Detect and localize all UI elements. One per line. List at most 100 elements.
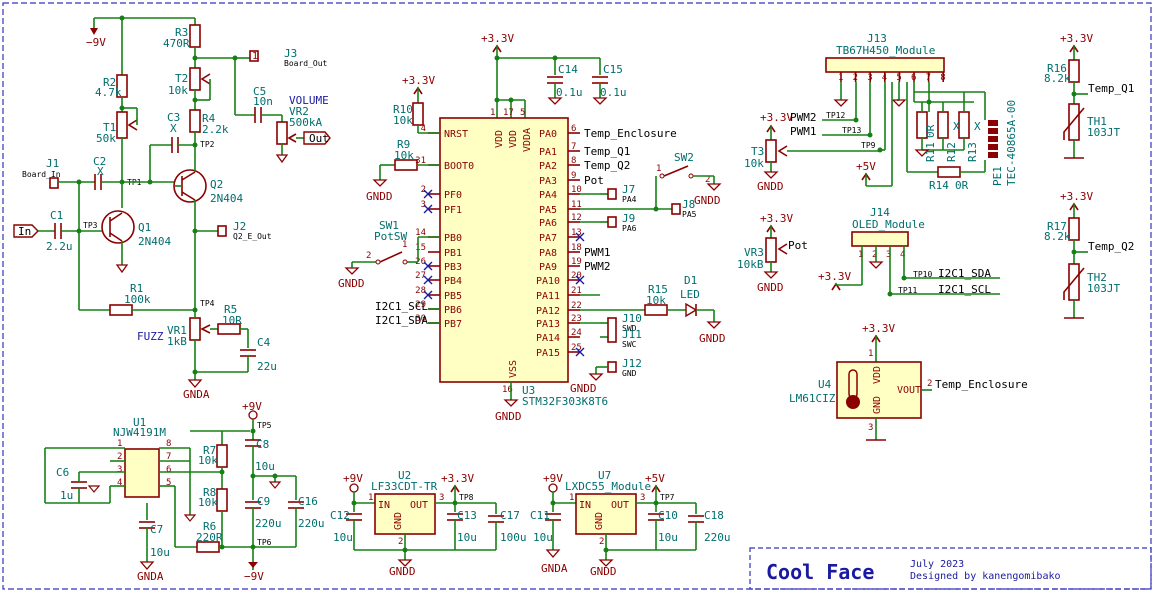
r4-ref: R4	[202, 112, 216, 125]
j13-body	[825, 57, 945, 73]
r7-body	[216, 444, 228, 468]
u3-right-pin-name: PA9	[539, 262, 557, 273]
svg-text:GND: GND	[594, 512, 605, 530]
vr1-body	[189, 317, 201, 341]
svg-text:3: 3	[439, 493, 444, 503]
svg-text:IN: IN	[378, 500, 390, 511]
fuzz-label: FUZZ	[137, 330, 164, 343]
svg-text:8: 8	[940, 73, 945, 83]
r12-val: X	[953, 120, 960, 133]
svg-text:5: 5	[520, 108, 525, 118]
p33-u4-label: +3.3V	[862, 322, 895, 335]
svg-text:2: 2	[872, 250, 877, 260]
gndd-u7-label: GNDD	[590, 565, 617, 578]
u3-right-pin-num: 24	[571, 328, 582, 338]
svg-text:1: 1	[252, 51, 258, 62]
u3-right-pin-num: 10	[571, 185, 582, 195]
u3-right-pin-name: PA11	[536, 291, 560, 302]
in-label: In	[18, 225, 31, 238]
svg-text:1: 1	[868, 349, 873, 359]
tp11-label: TP11	[898, 286, 917, 295]
svg-text:2: 2	[366, 251, 371, 261]
u3-left-pin-num: 3	[421, 200, 426, 210]
svg-text:8: 8	[166, 439, 171, 449]
tp13-label: TP13	[842, 126, 861, 135]
svg-text:3: 3	[640, 493, 645, 503]
vr1-ref: VR1	[167, 324, 187, 337]
r6-ref: R6	[203, 520, 216, 533]
tp7-label: TP7	[660, 493, 675, 502]
svg-text:2: 2	[705, 175, 710, 185]
u3-left-pin-num: 2	[421, 185, 426, 195]
u3-left-pin-name: PF1	[444, 205, 462, 216]
svg-text:1: 1	[838, 73, 843, 83]
u3-left-pin-name: PB5	[444, 291, 462, 302]
r9-val: 10k	[394, 149, 414, 162]
t1-body	[116, 111, 128, 139]
gndd-vr3-label: GNDD	[757, 281, 784, 294]
t3-ref: T3	[751, 145, 764, 158]
svg-text:7: 7	[926, 73, 931, 83]
j14-val: OLED_Module	[852, 218, 925, 231]
c11-val: 10u	[533, 531, 553, 544]
t2-body	[189, 67, 201, 91]
c5-ref: C5	[253, 85, 266, 98]
p33-r17-label: +3.3V	[1060, 190, 1093, 203]
vr3-ref: VR3	[744, 246, 764, 259]
j12-val: GND	[622, 369, 637, 378]
u2-body	[374, 493, 436, 535]
title-block: Cool Face July 2023 Designed by kanengom…	[749, 547, 1152, 590]
r9-ref: R9	[397, 138, 410, 151]
p33-u3-label: +3.3V	[481, 32, 514, 45]
svg-text:1: 1	[858, 250, 863, 260]
svg-text:IN: IN	[579, 500, 591, 511]
r8-ref: R8	[203, 486, 216, 499]
r8-body	[216, 488, 228, 512]
r13-ref: R13	[966, 142, 979, 162]
r2-ref: R2	[103, 76, 116, 89]
svg-text:VDDA: VDDA	[522, 128, 533, 152]
pot-vr3-label: Pot	[788, 239, 808, 252]
r1-ref: R1	[130, 282, 143, 295]
th2-val: 103JT	[1087, 282, 1120, 295]
svg-text:7: 7	[166, 452, 171, 462]
c5-val: 10n	[253, 95, 273, 108]
c6-ref: C6	[56, 466, 69, 479]
r4-val: 2.2k	[202, 123, 229, 136]
svg-text:VSS: VSS	[508, 360, 519, 378]
u3-right-pin-name: PA13	[536, 319, 560, 330]
u3-right-pin-num: 12	[571, 213, 582, 223]
c17-val: 100u	[500, 531, 527, 544]
u3-right-pin-num: 11	[571, 200, 582, 210]
r10-ref: R10	[393, 103, 413, 116]
u3-right-net-label: PWM1	[584, 246, 611, 259]
pe1-ref: PE1	[991, 166, 1004, 186]
t2-val: 10k	[168, 84, 188, 97]
c10-val: 10u	[658, 531, 678, 544]
j7-ref: J7	[622, 183, 635, 196]
d1-val: LED	[680, 288, 700, 301]
j14-ref: J14	[870, 206, 890, 219]
pwm1-j13-label: PWM1	[790, 125, 817, 138]
c17-ref: C17	[500, 509, 520, 522]
t1-ref: T1	[103, 121, 116, 134]
c16-ref: C16	[298, 495, 318, 508]
temp-q1-th-label: Temp_Q1	[1088, 82, 1134, 95]
u1-ref: U1	[133, 416, 146, 429]
tp10-label: TP10	[913, 270, 932, 279]
neg9v-top-label: −9V	[86, 36, 106, 49]
r13-val: X	[974, 120, 981, 133]
c12-val: 10u	[333, 531, 353, 544]
c14-ref: C14	[558, 63, 578, 76]
u3-right-pin-name: PA0	[539, 129, 557, 140]
in-port	[13, 224, 39, 238]
svg-text:OUT: OUT	[410, 500, 428, 511]
u7-regulator: +9V C11 10u GNDA U7 LXDC55_Module IN OUT…	[530, 469, 731, 578]
u3-right-pin-num: 23	[571, 314, 582, 324]
j12-ref: J12	[622, 357, 642, 370]
u3-right-pin-name: PA14	[536, 333, 560, 344]
r4-body	[189, 109, 201, 133]
svg-text:3: 3	[117, 465, 122, 475]
j3-ref: J3	[284, 47, 297, 60]
